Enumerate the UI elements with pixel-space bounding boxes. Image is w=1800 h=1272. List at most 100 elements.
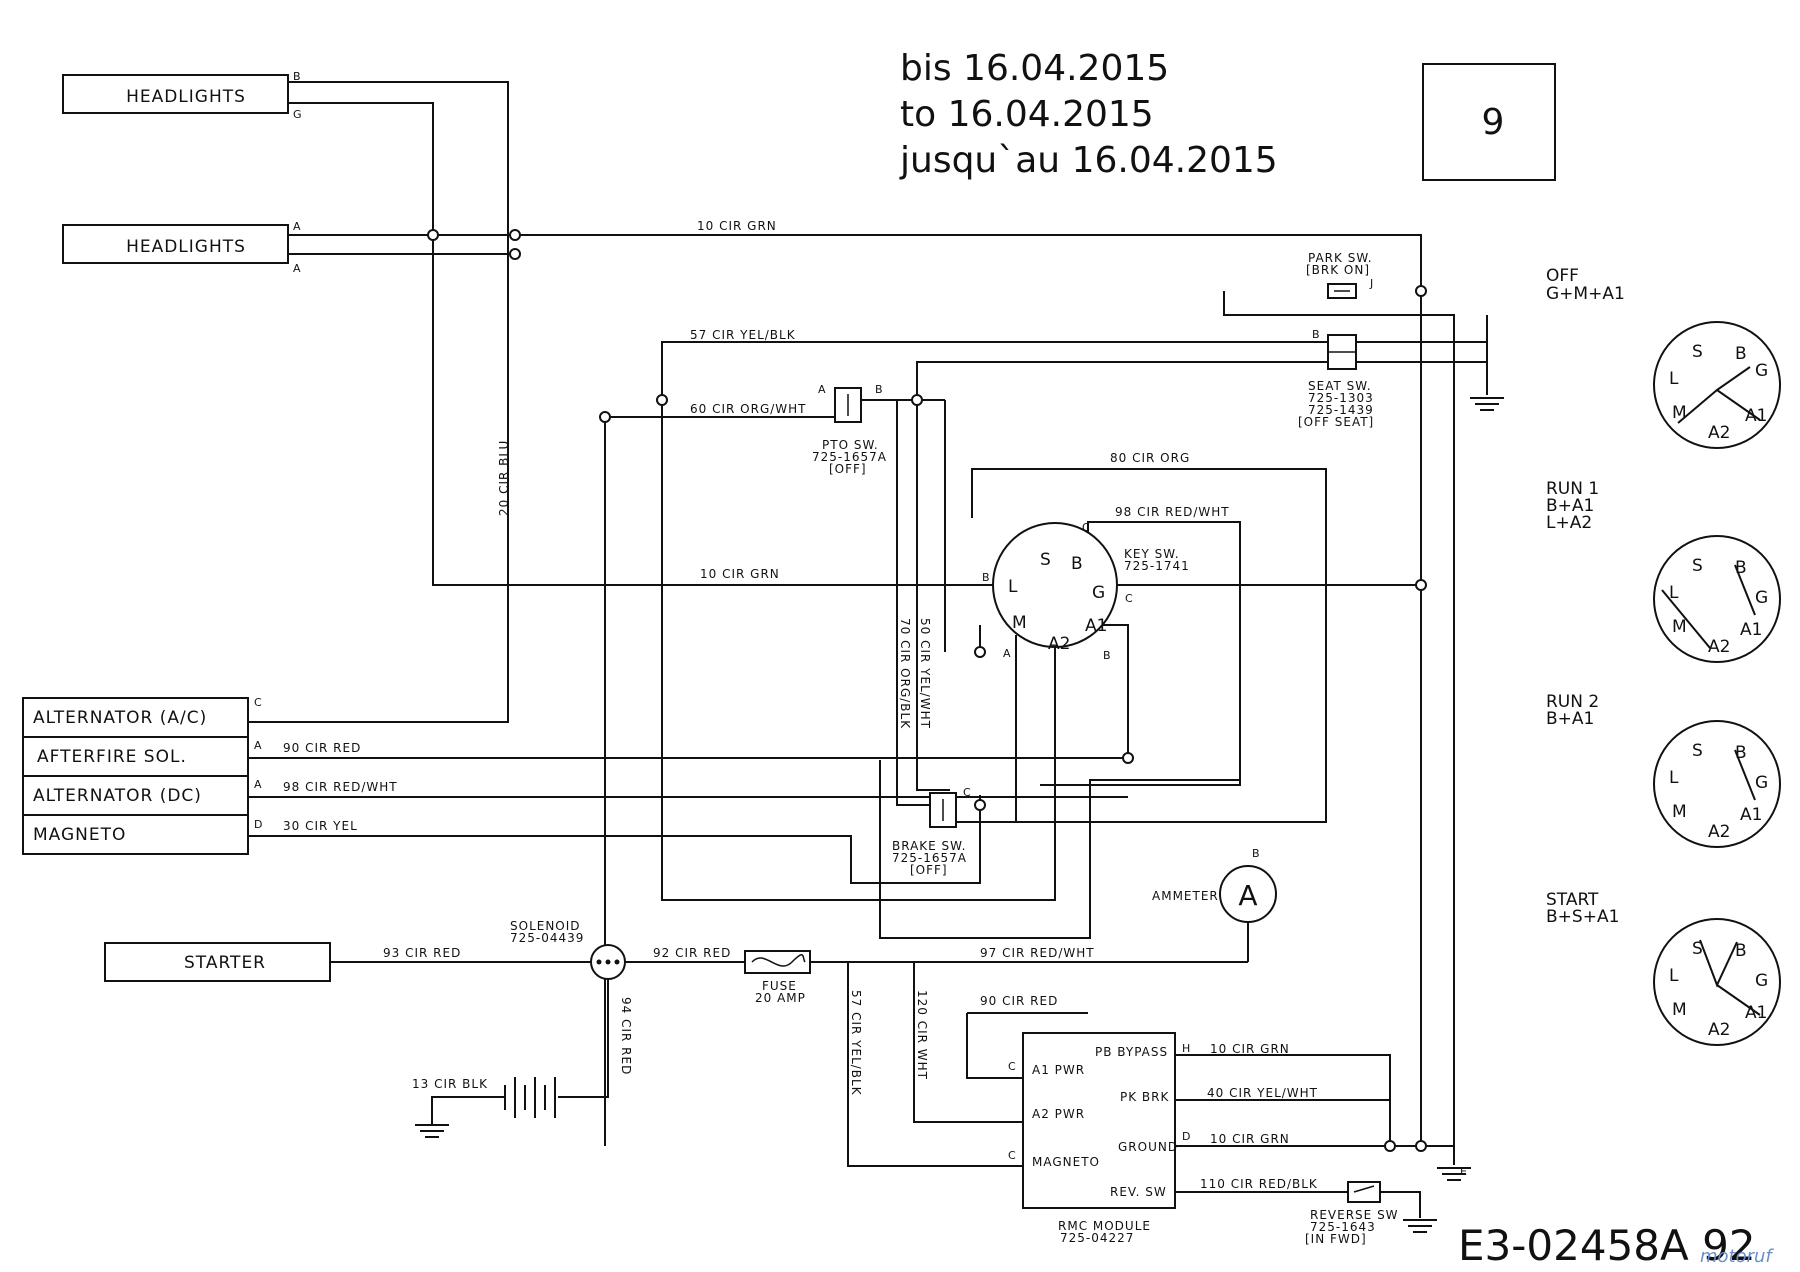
pin-label: J	[1369, 277, 1373, 290]
pto-switch: A B PTO SW. 725-1657A [OFF]	[812, 383, 887, 476]
seat-sw-part: 725-1439	[1308, 403, 1374, 417]
solenoid-label: SOLENOID	[510, 919, 581, 933]
rmc-module-part: 725-04227	[1060, 1231, 1134, 1245]
pto-sw-part: 725-1657A	[812, 450, 887, 464]
switch-positions: OFF G+M+A1 S B L G M A1 A2 RUN 1 B+A1 L+…	[1546, 266, 1781, 1046]
starter-label: STARTER	[184, 953, 266, 973]
rmc-terminal-magneto: MAGNETO	[1032, 1155, 1100, 1169]
brake-sw-part: 725-1657A	[892, 851, 967, 865]
pin-label: C	[1125, 592, 1133, 605]
wire-label: 120 CIR WHT	[915, 990, 929, 1080]
magneto-label: MAGNETO	[33, 825, 126, 845]
validity-header: bis 16.04.2015 to 16.04.2015 jusqu`au 16…	[899, 48, 1278, 181]
key-terminal-l: L	[1008, 577, 1018, 597]
solenoid-part: 725-04439	[510, 931, 584, 945]
wire-label: 70 CIR ORG/BLK	[898, 618, 912, 729]
starter-box	[104, 942, 331, 982]
seat-sw-rating: [OFF SEAT]	[1298, 415, 1374, 429]
position-title: RUN 2	[1546, 692, 1599, 712]
headlights-label-1: HEADLIGHTS	[126, 87, 246, 107]
dial-l: L	[1669, 583, 1679, 603]
ground-symbol	[1403, 1219, 1437, 1233]
key-terminal-s: S	[1040, 550, 1051, 570]
wire-label: 90 CIR RED	[980, 994, 1058, 1008]
park-sw-label: PARK SW.	[1308, 251, 1373, 265]
position-combo: B+A1	[1546, 496, 1594, 516]
pin-label: C	[963, 786, 971, 799]
headlights-box-2	[62, 224, 289, 264]
wire-label: 60 CIR ORG/WHT	[690, 402, 807, 416]
rmc-terminal-a1-pwr: A1 PWR	[1032, 1063, 1085, 1077]
ground-symbol	[415, 1124, 449, 1138]
wire-label: 57 CIR YEL/BLK	[849, 990, 863, 1096]
wire-label: 10 CIR GRN	[700, 567, 780, 581]
seat-sw-label: SEAT SW.	[1308, 379, 1372, 393]
pin-label: D	[1182, 1130, 1190, 1143]
pto-sw-label: PTO SW.	[822, 438, 879, 452]
wire-label: 57 CIR YEL/BLK	[690, 328, 796, 342]
wires	[248, 81, 1488, 1218]
dial-m: M	[1672, 802, 1687, 822]
key-terminal-a1: A1	[1085, 616, 1107, 636]
battery	[504, 1077, 556, 1118]
pin-label: B	[1103, 649, 1111, 662]
key-terminal-g: G	[1092, 583, 1105, 603]
position-start: START B+S+A1 S B L G M A1 A2	[1546, 890, 1781, 1046]
brake-sw-rating: [OFF]	[910, 863, 948, 877]
dial-a2: A2	[1708, 1020, 1730, 1040]
position-title: OFF	[1546, 266, 1579, 286]
junctions	[427, 229, 1427, 1152]
dial-a2: A2	[1708, 637, 1730, 657]
pin-label: B	[982, 571, 990, 584]
position-title: RUN 1	[1546, 479, 1599, 499]
key-switch: S B L G M A2 A1 C B C A B KEY SW. 725-17…	[982, 521, 1189, 662]
wire-label: 110 CIR RED/BLK	[1200, 1177, 1318, 1191]
key-terminal-a2: A2	[1048, 634, 1070, 654]
page-number: 9	[1482, 102, 1505, 143]
ammeter-label: AMMETER	[1152, 889, 1219, 903]
wire-label: 10 CIR GRN	[1210, 1042, 1290, 1056]
pin-label: G	[293, 108, 302, 121]
position-off: OFF G+M+A1 S B L G M A1 A2	[1546, 266, 1781, 449]
dial-a1: A1	[1740, 805, 1762, 825]
validity-date-de: bis 16.04.2015	[900, 48, 1169, 89]
pin-label: C	[1082, 521, 1090, 534]
dial-m: M	[1672, 403, 1687, 423]
rmc-terminal-ground: GROUND	[1118, 1140, 1178, 1154]
part-number: E3-02458A 92	[1458, 1221, 1756, 1270]
position-combo: G+M+A1	[1546, 284, 1625, 304]
position-combo-2: L+A2	[1546, 513, 1592, 533]
fuse-rating: 20 AMP	[755, 991, 806, 1005]
dial-g: G	[1755, 773, 1768, 793]
headlights-label-2: HEADLIGHTS	[126, 237, 246, 257]
pin-label: A	[1003, 647, 1011, 660]
rmc-terminal-pk-brk: PK BRK	[1120, 1090, 1169, 1104]
page-number-box	[1422, 63, 1556, 181]
dial-g: G	[1755, 361, 1768, 381]
wire-label: 98 CIR RED/WHT	[283, 780, 398, 794]
reverse-sw-label: REVERSE SW	[1310, 1208, 1399, 1222]
pin-label: C	[254, 696, 262, 709]
pin-label: A	[818, 383, 826, 396]
wire-label: 10 CIR GRN	[1210, 1132, 1290, 1146]
key-terminal-m: M	[1012, 613, 1027, 633]
alternator-ac-label: ALTERNATOR (A/C)	[33, 708, 207, 728]
rmc-terminal-pb-bypass: PB BYPASS	[1095, 1045, 1168, 1059]
pin-label: A	[254, 778, 262, 791]
park-switch: PARK SW. [BRK ON] J	[1306, 251, 1373, 299]
seat-sw-part: 725-1303	[1308, 391, 1374, 405]
wire-label: 98 CIR RED/WHT	[1115, 505, 1230, 519]
position-run1: RUN 1 B+A1 L+A2 S B L G M A1 A2	[1546, 479, 1781, 663]
dial-a1: A1	[1740, 620, 1762, 640]
rmc-terminal-rev-sw: REV. SW	[1110, 1185, 1167, 1199]
dial-b: B	[1735, 941, 1747, 961]
alternator-dc-label: ALTERNATOR (DC)	[33, 786, 202, 806]
pto-sw-rating: [OFF]	[829, 462, 867, 476]
dial-b: B	[1735, 743, 1747, 763]
wire-label: 40 CIR YEL/WHT	[1207, 1086, 1318, 1100]
wire-labels: 10 CIR GRN 57 CIR YEL/BLK 60 CIR ORG/WHT…	[283, 219, 1318, 1191]
pin-label: C	[1008, 1149, 1016, 1162]
key-terminal-b: B	[1071, 554, 1083, 574]
pin-label: B	[1312, 328, 1320, 341]
wire-label: 50 CIR YEL/WHT	[918, 618, 932, 729]
